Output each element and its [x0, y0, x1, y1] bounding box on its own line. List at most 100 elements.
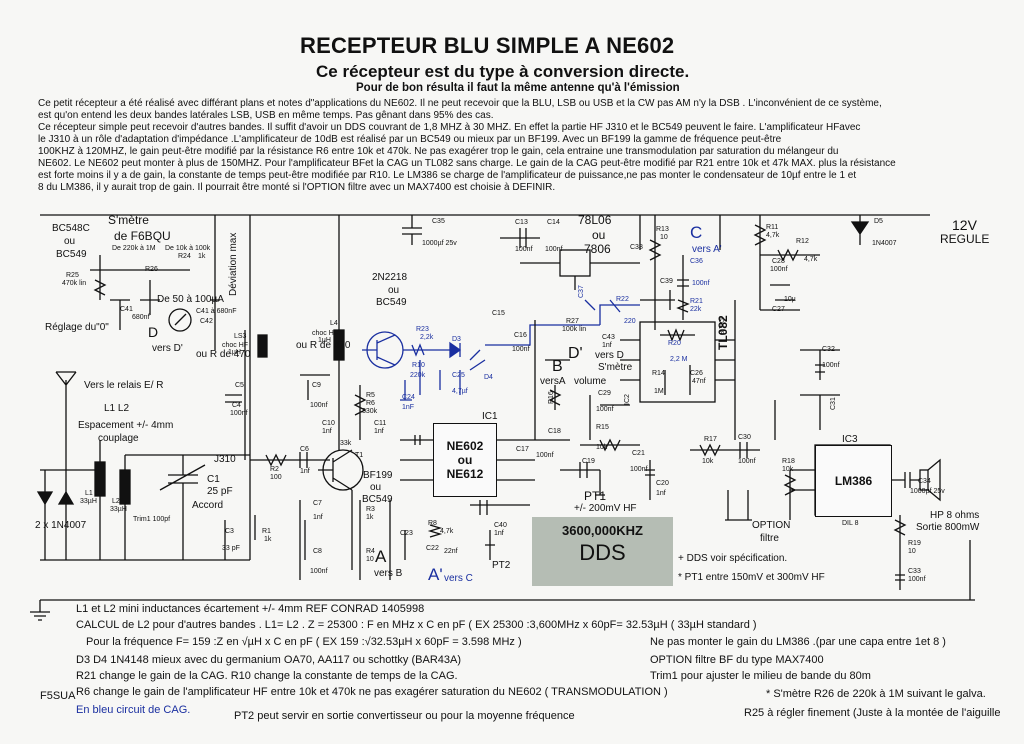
- note-line: OPTION filtre BF du type MAX7400: [650, 654, 824, 666]
- label-c22: C22: [426, 545, 439, 552]
- label-r13: R13: [656, 226, 669, 233]
- label-r2-value: 100: [270, 474, 282, 481]
- page-subnote: Pour de bon résulta il faut la même ante…: [356, 82, 680, 94]
- smetre-circuit: [90, 255, 190, 300]
- label-c22-value: 22nf: [444, 548, 458, 555]
- label-c40-value: 1nf: [494, 530, 504, 537]
- label-c37: C37: [578, 285, 585, 298]
- label-r22: R22: [616, 296, 629, 303]
- label-pt2: PT2: [492, 560, 511, 571]
- page-subtitle: Ce récepteur est du type à conversion di…: [316, 62, 690, 81]
- label-vers-c: vers C: [444, 573, 473, 584]
- label-deviation-max: Déviation max: [228, 232, 239, 296]
- label-c34: C34: [918, 478, 931, 485]
- dds-frequency: 3600,000KHZ: [562, 523, 643, 538]
- label-c36-value: 100nf: [692, 280, 710, 287]
- label-c41: C41: [120, 306, 133, 313]
- speaker: [919, 469, 929, 491]
- label-d-prime: D': [568, 345, 583, 362]
- label-c35-value: 1000µf 25v: [422, 240, 457, 247]
- label-c13-value: 100nf: [515, 246, 533, 253]
- note-line: Trim1 pour ajuster le milieu de bande du…: [650, 670, 871, 682]
- label-j310: J310: [214, 454, 236, 465]
- intro-line: 100KHZ à 120MHZ, le gain peut-être modif…: [38, 146, 839, 157]
- label-r1: R1: [262, 528, 271, 535]
- label-reglage-zero: Réglage du"0": [45, 322, 109, 333]
- label-l2-value: 33µH: [110, 506, 127, 513]
- dds-module: 3600,000KHZ DDS: [532, 517, 673, 586]
- label-r27: R27: [566, 318, 579, 325]
- label-d4: D4: [484, 374, 493, 381]
- label-r8-value: 4,7k: [440, 528, 454, 535]
- label-ou: ou: [388, 285, 400, 296]
- label-b: B: [552, 358, 563, 375]
- label-r25-value: 470k lin: [62, 280, 87, 287]
- note-line: D3 D4 1N4148 mieux avec du germanium OA7…: [76, 654, 461, 666]
- choke-ls3: [257, 334, 268, 358]
- capacitor-c35: [402, 215, 422, 245]
- label-c16: C16: [514, 332, 527, 339]
- label-r25: R25: [66, 272, 79, 279]
- chip-lm386: LM386: [815, 445, 892, 517]
- label-c25-value: 4,7µf: [452, 388, 468, 395]
- label-r23-value: 2,2k: [420, 334, 434, 341]
- intro-line: le J310 à un rôle d'adaptation d'impédan…: [38, 134, 782, 145]
- smetre-title: S'mètre: [108, 213, 149, 227]
- label-sortie: Sortie 800mW: [916, 522, 980, 533]
- label-choc-hf: choc HF: [312, 330, 339, 337]
- label-pt1-note: * PT1 entre 150mV et 300mV HF: [678, 572, 825, 583]
- label-ou: ou: [370, 482, 382, 493]
- label-c24: C24: [402, 394, 415, 401]
- diode-d5: [850, 215, 870, 245]
- label-c42: C42: [200, 318, 213, 325]
- label-r14: R14: [652, 370, 665, 377]
- chip-tl082: [639, 321, 716, 403]
- label-c20: C20: [656, 480, 669, 487]
- label-c3: C3: [225, 528, 234, 535]
- label-ou: ou: [592, 228, 606, 242]
- label-c4-value: 100nf: [230, 410, 248, 417]
- label-l1: L1: [85, 490, 93, 497]
- label-d5-value: 1N4007: [872, 240, 897, 247]
- label-bf199: BF199: [363, 470, 393, 481]
- label-c8-value: 100nf: [310, 568, 328, 575]
- label-c33-value: 100nf: [908, 576, 926, 583]
- label-c34-value: 1000µf 25v: [910, 488, 945, 495]
- intro-line: est forte moins il y a de gain, la const…: [38, 170, 857, 181]
- label-c3-value: 33 pF: [222, 545, 240, 552]
- label-c28: C28: [772, 258, 785, 265]
- ground-symbol: [30, 600, 50, 621]
- ic3-tag: IC3: [842, 434, 858, 445]
- label-d: D: [148, 324, 159, 340]
- label-l1-value: 33µH: [80, 498, 97, 505]
- label-r1-value: 1k: [264, 536, 272, 543]
- lm386-dil: DIL 8: [842, 520, 859, 527]
- label-c13: C13: [515, 219, 528, 226]
- label-c35: C35: [432, 218, 445, 225]
- label-choc-hf-value: 1µH: [228, 349, 241, 356]
- label-c19: C19: [582, 458, 595, 465]
- label-r22-value: 220: [624, 318, 636, 325]
- note-line: Ne pas monter le gain du LM386 .(par une…: [650, 636, 946, 648]
- label-c39: C39: [660, 278, 673, 285]
- label-c32: C32: [822, 346, 835, 353]
- note-line: En bleu circuit de CAG.: [76, 704, 191, 716]
- label-r21: R21: [690, 298, 703, 305]
- label-bc549: BC549: [376, 297, 407, 308]
- label-choc-hf-value: 1µH: [318, 337, 331, 344]
- label-r11-value: 4,7k: [766, 232, 780, 239]
- label-c: C: [690, 223, 703, 242]
- label-bc549: BC549: [362, 494, 393, 505]
- label-l4: L4: [330, 320, 338, 327]
- label-r11: R11: [766, 224, 779, 231]
- label-r26-range: De 220k à 1M: [112, 245, 156, 252]
- label-r14-value: 1M: [654, 388, 664, 395]
- dds-label: DDS: [579, 540, 626, 565]
- label-d5: D5: [874, 218, 883, 225]
- label-espacement: Espacement +/- 4mm: [78, 420, 174, 431]
- label-c23: C23: [400, 530, 413, 537]
- resistor-r15: [580, 438, 640, 452]
- label-c1-value: 25 pF: [207, 486, 233, 497]
- note-line: PT2 peut servir en sortie convertisseur …: [234, 710, 575, 722]
